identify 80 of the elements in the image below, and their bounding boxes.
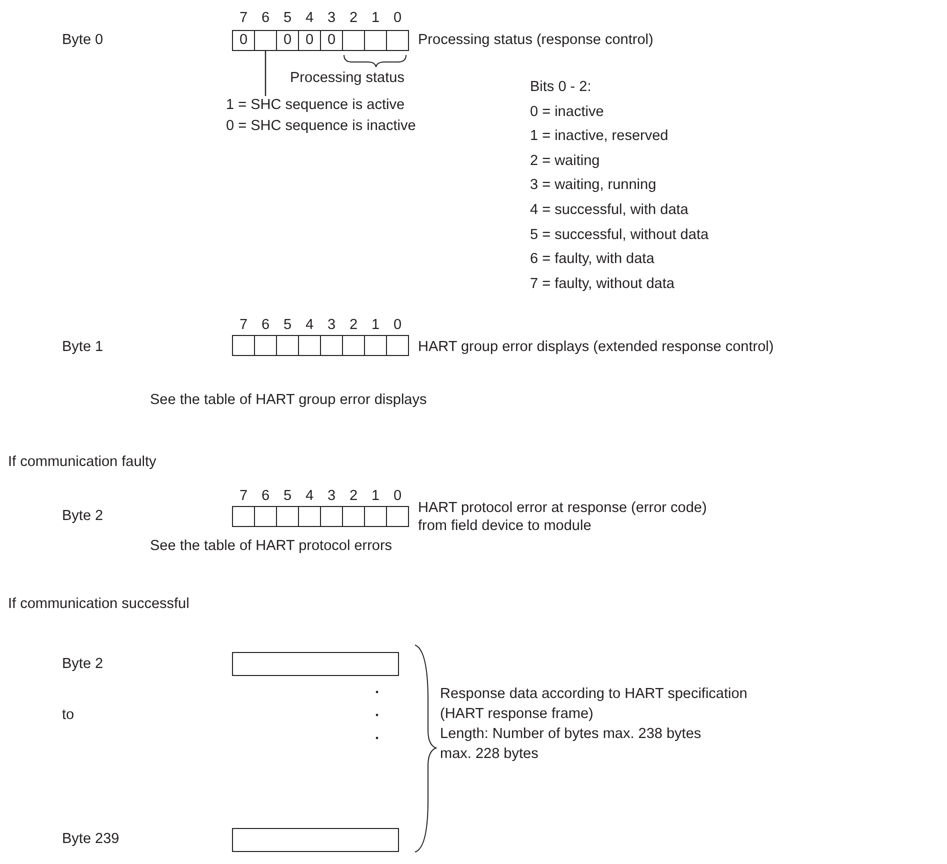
bit-cell — [364, 30, 387, 51]
bit-cell — [386, 506, 409, 527]
byte-label: Byte 2 — [62, 655, 104, 673]
bit-cell — [364, 335, 387, 356]
description-text: Response data according to HART specification — [440, 685, 748, 703]
bit-cell — [276, 506, 299, 527]
bit-cell: 0 — [298, 30, 321, 51]
bit-cell: 0 — [232, 30, 255, 51]
byte-field — [232, 652, 399, 676]
bit-number: 0 — [393, 316, 402, 334]
bit-number: 5 — [283, 316, 292, 334]
condition-heading: If communication successful — [8, 595, 190, 613]
bit-cell — [298, 335, 321, 356]
bit-cell — [232, 335, 255, 356]
description-text: See the table of HART group error displays — [150, 391, 427, 409]
description-text: max. 228 bytes — [440, 745, 538, 763]
bit-number: 1 — [371, 487, 380, 505]
leader-line — [264, 51, 266, 96]
bit-number: 7 — [239, 9, 248, 27]
bit-number: 3 — [327, 487, 336, 505]
bit-number: 2 — [349, 487, 358, 505]
bit-number: 7 — [239, 487, 248, 505]
bit-number: 6 — [261, 9, 270, 27]
bit-value-legend: 4 = successful, with data — [530, 201, 688, 219]
bit-cell — [386, 30, 409, 51]
bit-number: 0 — [393, 487, 402, 505]
bit-cell — [276, 335, 299, 356]
bit-number: 1 — [371, 316, 380, 334]
annotation-text: 1 = SHC sequence is active — [226, 96, 406, 114]
description-text: Processing status (response control) — [418, 31, 654, 49]
annotation-text: 0 = SHC sequence is inactive — [226, 117, 417, 135]
description-text: (HART response frame) — [440, 705, 594, 723]
bit-value-legend: 5 = successful, without data — [530, 226, 709, 244]
byte-label: Byte 239 — [62, 830, 120, 848]
bit-value-legend: Bits 0 - 2: — [530, 78, 592, 96]
byte-label: Byte 2 — [62, 507, 104, 525]
byte-label: Byte 1 — [62, 338, 104, 356]
bit-number: 3 — [327, 9, 336, 27]
bit-cell: 0 — [276, 30, 299, 51]
bit-value-legend: 0 = inactive — [530, 102, 604, 121]
description-text: See the table of HART protocol errors — [150, 537, 392, 555]
bit-number: 4 — [305, 9, 314, 27]
bit-cell — [232, 506, 255, 527]
condition-heading: If communication faulty — [8, 453, 156, 471]
bit-cell — [342, 506, 365, 527]
bit-number: 0 — [393, 9, 402, 27]
bit-value-legend: 1 = inactive, reserved — [530, 127, 668, 146]
bit-number: 5 — [283, 487, 292, 505]
bit-cell — [364, 506, 387, 527]
bit-cell — [320, 335, 343, 356]
range-label: to — [62, 706, 74, 724]
bit-value-legend: 3 = waiting, running — [530, 176, 656, 194]
bit-cell — [254, 506, 277, 527]
byte-label: Byte 0 — [62, 31, 104, 49]
bit-value-legend: 7 = faulty, without data — [530, 274, 674, 293]
bit-number: 2 — [349, 9, 358, 27]
bit-cell — [386, 335, 409, 356]
bit-cell: 0 — [320, 30, 343, 51]
bit-number: 4 — [305, 487, 314, 505]
bit-number: 6 — [261, 487, 270, 505]
bit-value-legend: 2 = waiting — [530, 152, 600, 170]
byte-field — [232, 828, 399, 852]
bit-number: 5 — [283, 9, 292, 27]
bit-cell — [342, 335, 365, 356]
bit-cell — [254, 335, 277, 356]
bit-cell — [254, 30, 277, 51]
description-text: HART protocol error at response (error code) from field device to module — [418, 499, 708, 535]
bit-number: 3 — [327, 316, 336, 334]
description-text: HART group error displays (extended response control) — [418, 338, 774, 356]
bit-number: 1 — [371, 9, 380, 27]
bit-number: 6 — [261, 316, 270, 334]
bit-value-legend: 6 = faulty, with data — [530, 250, 654, 268]
bit-cell — [298, 506, 321, 527]
bit-cell — [342, 30, 365, 51]
description-text: Length: Number of bytes max. 238 bytes — [440, 725, 702, 743]
bit-number: 2 — [349, 316, 358, 334]
bit-number: 4 — [305, 316, 314, 334]
bit-number: 7 — [239, 316, 248, 334]
bit-cell — [320, 506, 343, 527]
brace-label: Processing status — [290, 69, 404, 87]
